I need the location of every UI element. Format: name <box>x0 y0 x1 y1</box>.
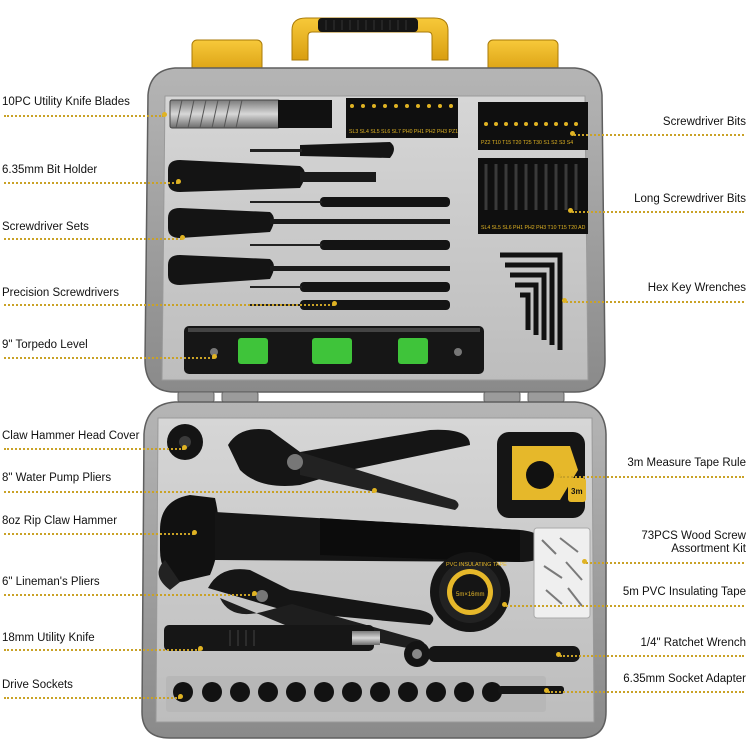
label-water-pump-pliers: 8" Water Pump Pliers <box>2 472 112 484</box>
label-precision-screwdrivers: Precision Screwdrivers <box>2 287 119 299</box>
insulating-tape: PVC INSULATING TAPE 5m×16mm <box>430 552 510 632</box>
drive-sockets <box>166 676 546 712</box>
label-measure-tape: 3m Measure Tape Rule <box>627 457 746 469</box>
label-knife-blades: 10PC Utility Knife Blades <box>2 96 130 108</box>
leader-end <box>570 131 575 136</box>
hammer-head-cover <box>167 424 203 460</box>
screwdriver-bits-case: PZ2 T10 T15 T20 T25 T30 S1 S2 S3 S4 <box>478 102 588 150</box>
leader-end <box>502 602 507 607</box>
leader-socket-adapter <box>548 691 744 693</box>
screwdriver-set <box>168 142 450 285</box>
leader-end <box>192 530 197 535</box>
utility-knife-blades <box>169 99 332 129</box>
utility-knife <box>164 625 380 651</box>
bits-row2-label: PZ2 T10 T15 T20 T25 T30 S1 S2 S3 S4 <box>481 140 573 146</box>
measure-size-label: 3m <box>571 487 583 496</box>
label-wood-screw-kit: 73PCS Wood Screw <box>641 530 746 542</box>
leader-knife-blades <box>4 115 164 117</box>
leader-precision-screwdrivers <box>4 304 334 306</box>
label-torpedo-level: 9" Torpedo Level <box>2 339 88 351</box>
hex-key-wrenches <box>500 252 563 350</box>
leader-end <box>562 298 567 303</box>
leader-end <box>544 688 549 693</box>
leader-end <box>556 473 561 478</box>
leader-ratchet-wrench <box>560 655 744 657</box>
leader-long-screwdriver-bits <box>572 211 744 213</box>
leader-screwdriver-bits <box>574 134 744 136</box>
leader-screwdriver-sets <box>4 238 182 240</box>
label-drive-sockets: Drive Sockets <box>2 679 73 691</box>
leader-utility-knife <box>4 649 200 651</box>
measure-tape: 3m <box>497 432 586 518</box>
leader-end <box>178 694 183 699</box>
bit-strip-top: SL3 SL4 SL5 SL6 SL7 PH0 PH1 PH2 PH3 PZ1 <box>346 98 458 138</box>
bits-row1-label: SL3 SL4 SL5 SL6 SL7 PH0 PH1 PH2 PH3 PZ1 <box>349 129 458 135</box>
leader-bit-holder <box>4 182 178 184</box>
bit-holder-screwdriver <box>168 160 376 192</box>
leader-end <box>176 179 181 184</box>
leader-end <box>556 652 561 657</box>
leader-end <box>180 235 185 240</box>
label-hammer-head-cover: Claw Hammer Head Cover <box>2 430 140 442</box>
leader-water-pump-pliers <box>4 491 374 493</box>
leader-wood-screw-kit <box>586 562 744 564</box>
claw-hammer <box>158 495 545 590</box>
label-long-screwdriver-bits: Long Screwdriver Bits <box>634 193 746 205</box>
label-ratchet-wrench: 1/4" Ratchet Wrench <box>640 637 746 649</box>
leader-end <box>568 208 573 213</box>
leader-drive-sockets <box>4 697 180 699</box>
leader-insulating-tape <box>506 605 744 607</box>
leader-end <box>252 591 257 596</box>
leader-end <box>212 354 217 359</box>
leader-torpedo-level <box>4 357 214 359</box>
label-bit-holder: 6.35mm Bit Holder <box>2 164 98 176</box>
leader-end <box>162 112 167 117</box>
leader-lineman-pliers <box>4 594 254 596</box>
leader-end <box>332 301 337 306</box>
leader-end <box>182 445 187 450</box>
leader-hammer-head-cover <box>4 448 184 450</box>
precision-screwdrivers <box>250 197 450 310</box>
long-bits-label: SL4 SL5 SL6 PH1 PH2 PH3 T10 T15 T20 AD <box>481 225 586 231</box>
case-hinges <box>177 391 565 403</box>
case-handle <box>291 17 449 61</box>
label-lineman-pliers: 6" Lineman's Pliers <box>2 576 100 588</box>
leader-hex-keys <box>566 301 744 303</box>
leader-end <box>198 646 203 651</box>
label-claw-hammer: 8oz Rip Claw Hammer <box>2 515 118 527</box>
label-wood-screw-kit-line2: Assortment Kit <box>671 543 746 555</box>
label-screwdriver-bits: Screwdriver Bits <box>662 116 746 128</box>
long-screwdriver-bits: SL4 SL5 SL6 PH1 PH2 PH3 T10 T15 T20 AD <box>478 158 588 234</box>
leader-claw-hammer <box>4 533 194 535</box>
label-utility-knife: 18mm Utility Knife <box>2 632 95 644</box>
wood-screw-kit <box>533 527 591 619</box>
label-socket-adapter: 6.35mm Socket Adapter <box>623 673 746 685</box>
label-hex-keys: Hex Key Wrenches <box>647 282 746 294</box>
leader-measure-tape <box>560 476 744 478</box>
water-pump-pliers <box>228 429 470 510</box>
label-insulating-tape: 5m PVC Insulating Tape <box>622 586 746 598</box>
tape-size-label: 5m×16mm <box>456 592 485 598</box>
leader-end <box>582 559 587 564</box>
leader-end <box>372 488 377 493</box>
torpedo-level <box>184 326 484 374</box>
tape-text-label: PVC INSULATING TAPE <box>446 562 507 568</box>
label-screwdriver-sets: Screwdriver Sets <box>2 221 89 233</box>
ratchet-wrench <box>404 641 580 667</box>
